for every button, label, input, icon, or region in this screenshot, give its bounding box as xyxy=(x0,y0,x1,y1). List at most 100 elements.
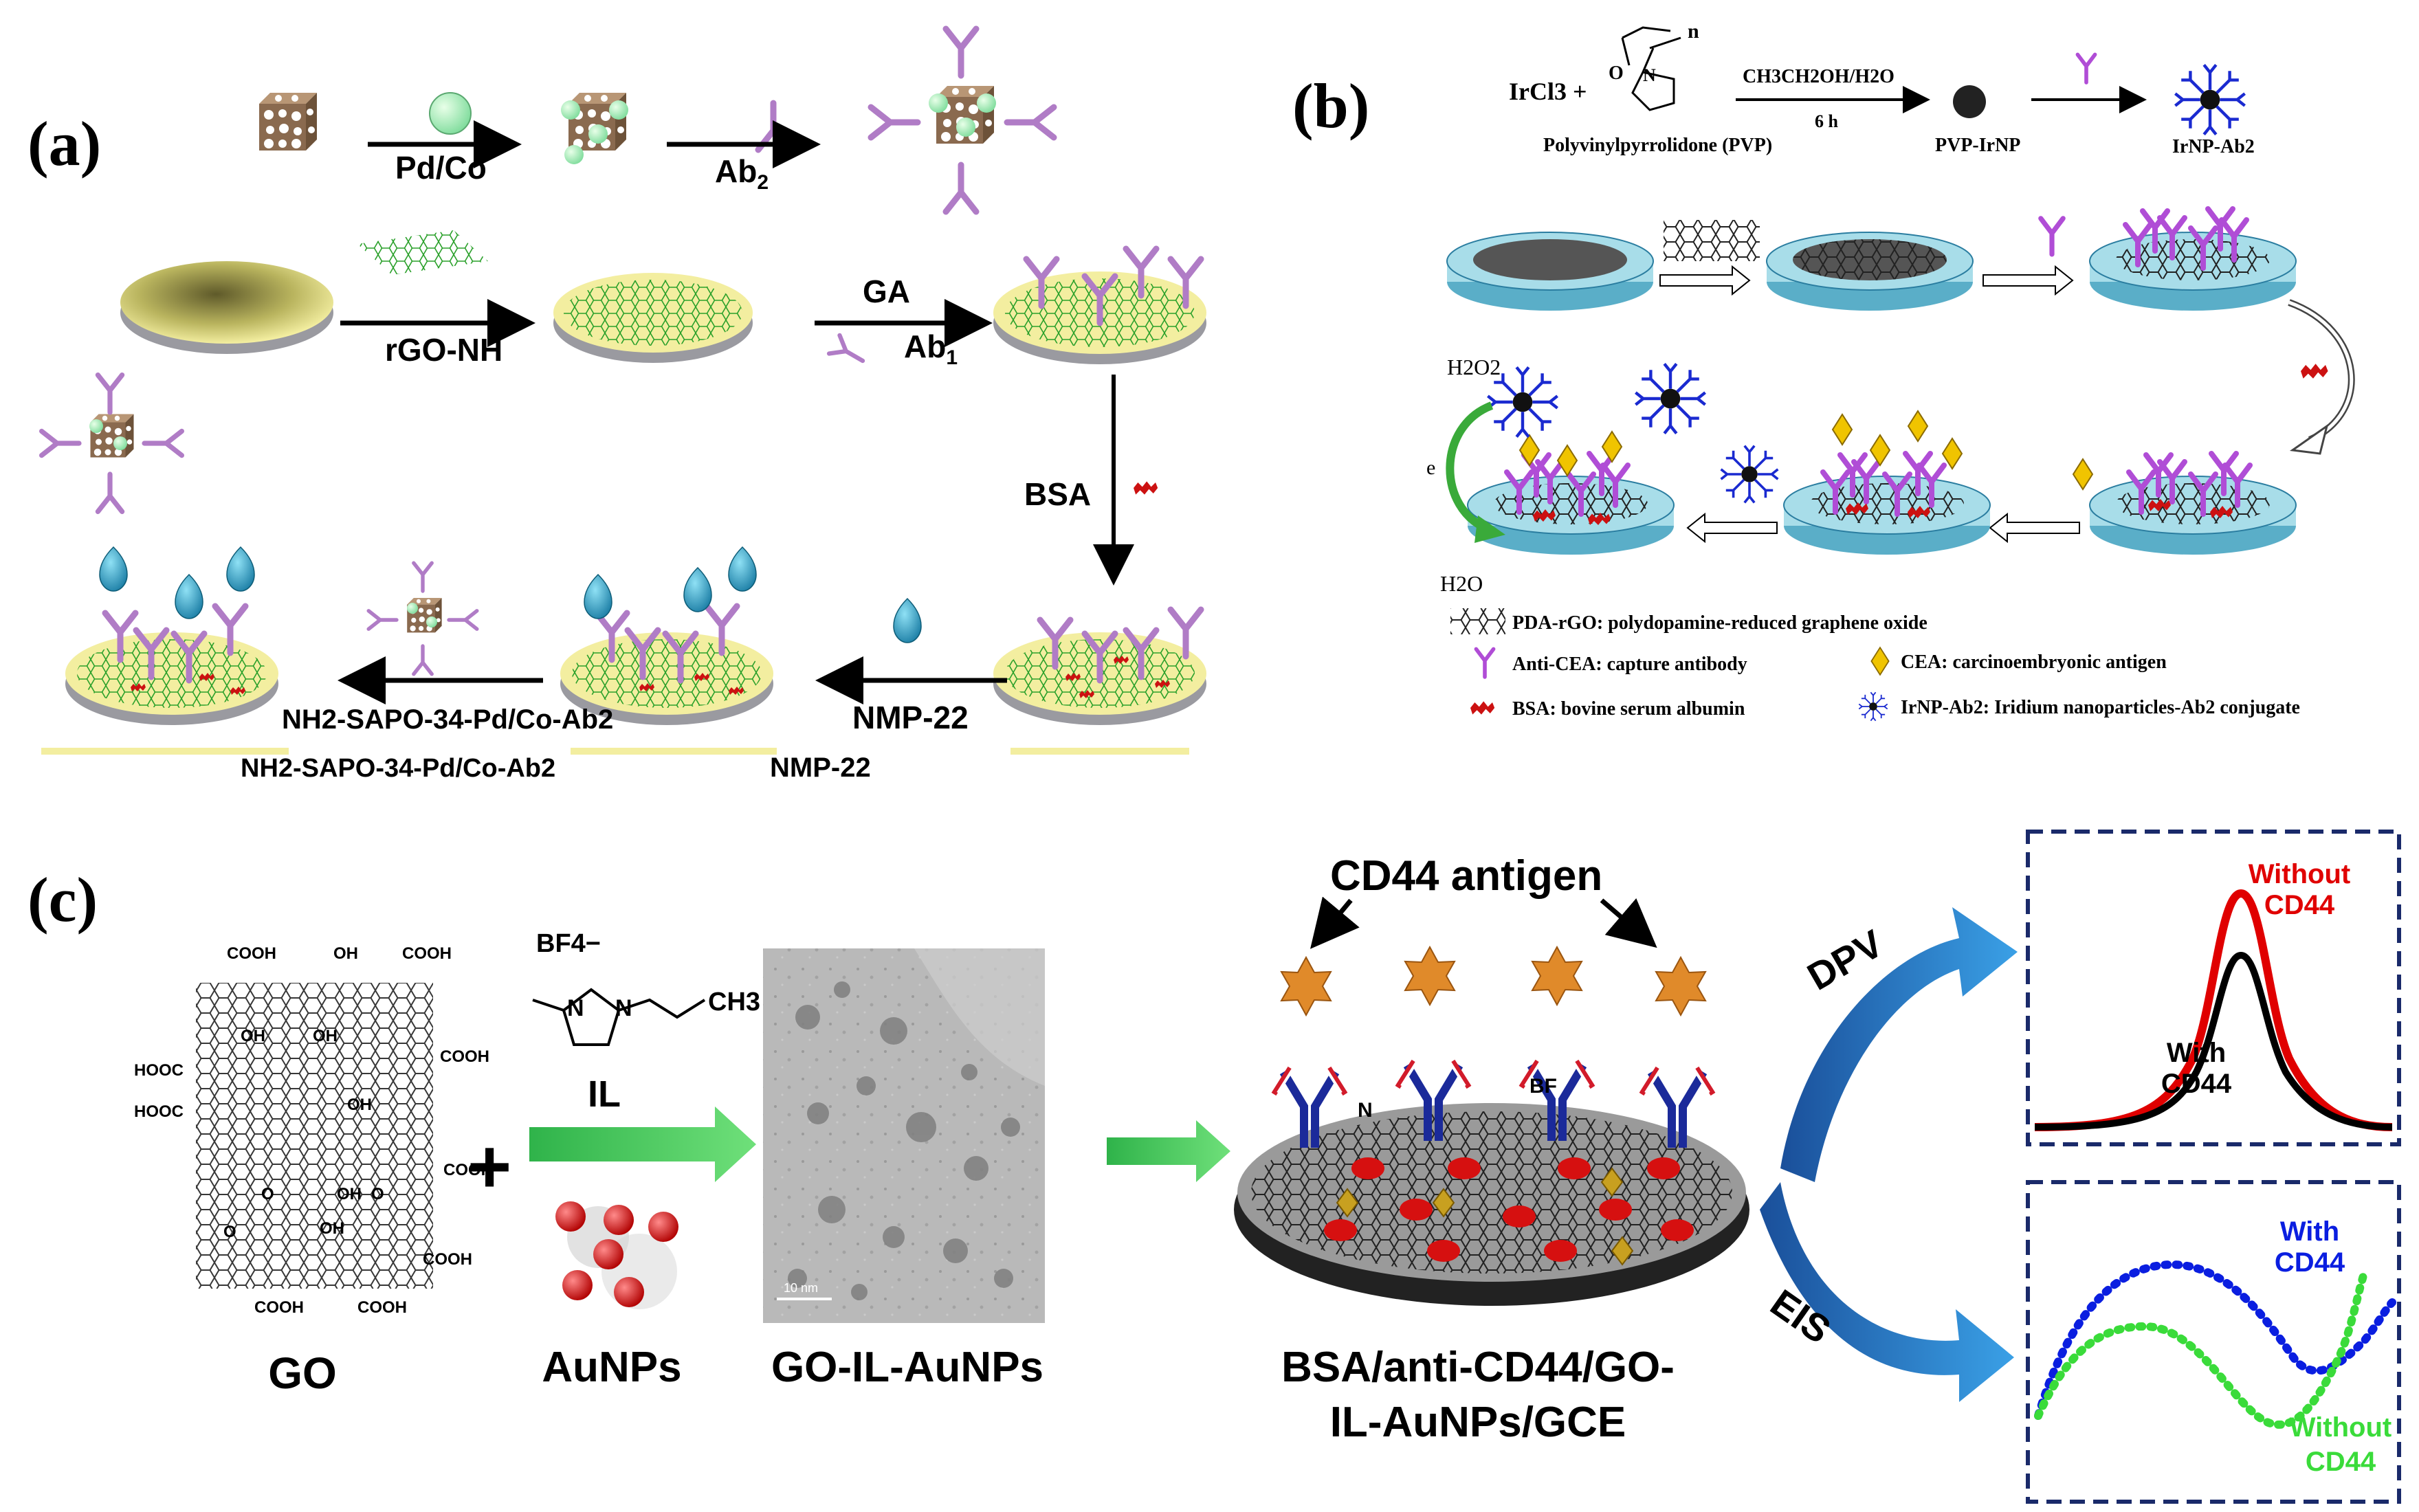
h2o-label: H2O xyxy=(1440,571,1483,596)
go-group-11: OH xyxy=(320,1219,344,1238)
ab1-antibody xyxy=(829,335,868,370)
ch3-group: CH3 xyxy=(708,988,760,1016)
dpv-plot: Without CD44 With CD44 xyxy=(2026,830,2401,1146)
tem-image: 10 nm xyxy=(763,948,1045,1323)
electrode-label-1: BSA/anti-CD44/GO- xyxy=(1281,1344,1675,1391)
legend-anti-cea: Anti-CEA: capture antibody xyxy=(1512,654,1747,675)
cube-pdco xyxy=(561,93,628,164)
sapo-cube xyxy=(259,93,317,151)
electrode-nmp xyxy=(560,546,773,725)
arrow-b-1 xyxy=(1659,265,1751,296)
dpv-without-label-2: CD44 xyxy=(2264,890,2335,920)
panel-b: (b) IrCl3 + n O N Polyvinylpyrrolidone (… xyxy=(1292,20,2355,722)
eis-series-without xyxy=(2034,1267,2369,1429)
gce-electrode-c xyxy=(1234,1103,1749,1306)
cube-conjugate-left xyxy=(42,375,182,512)
cea-antigen xyxy=(2073,458,2093,490)
gce-bsa xyxy=(2089,454,2297,555)
rgo-sheet xyxy=(357,230,488,275)
arrow-cd44-right xyxy=(1600,898,1657,948)
legend-cea: CEA: carcinoembryonic antigen xyxy=(1901,652,2167,673)
dpv-with-label-2: CD44 xyxy=(2161,1069,2232,1099)
step-nmp-duplicate: NMP-22 xyxy=(770,753,871,783)
legend-irnp-icon xyxy=(1858,691,1888,722)
gce-bare xyxy=(1446,232,1654,311)
legend-bsa-icon xyxy=(1470,701,1495,715)
irnp-ab2-label: IrNP-Ab2 xyxy=(2172,136,2255,157)
go-label: GO xyxy=(268,1348,337,1398)
reaction-time: 6 h xyxy=(1815,111,1839,131)
go-group-3: HOOC xyxy=(134,1061,184,1080)
tem-scale-bar: 10 nm xyxy=(784,1281,818,1295)
go-group-8: O xyxy=(261,1185,274,1203)
irnp-ab2-conjugate xyxy=(2175,65,2244,134)
panel-b-label: (b) xyxy=(1292,71,1369,141)
nmp22-antigen xyxy=(893,598,922,643)
electrode-label-2: IL-AuNPs/GCE xyxy=(1330,1399,1626,1446)
electrode-bf: BF xyxy=(1529,1075,1557,1098)
dpv-curve-with xyxy=(2034,951,2393,1131)
go-group-6: OH xyxy=(241,1027,265,1045)
electrode-rgo xyxy=(553,273,753,363)
pdco-particle xyxy=(429,92,472,135)
n1-atom: N xyxy=(567,995,584,1021)
go-group-0: COOH xyxy=(227,944,276,963)
go-group-2: COOH xyxy=(402,944,452,963)
go-group-14: COOH xyxy=(254,1298,304,1317)
panel-a: (a) Pd/Co Ab2 rGO-NH xyxy=(27,29,1206,783)
dpv-arrow xyxy=(1780,907,2018,1182)
green-arrow-1 xyxy=(529,1107,756,1182)
cd44-antigen-label: CD44 antigen xyxy=(1330,852,1602,900)
step-sapo-duplicate: NH2-SAPO-34-Pd/Co-Ab2 xyxy=(241,754,555,783)
panel-c-label: (c) xyxy=(27,865,98,935)
gce-rgo xyxy=(1766,232,1974,311)
aunps-label: AuNPs xyxy=(542,1344,681,1391)
gce-anti-cea xyxy=(2089,209,2297,311)
legend-b: PDA-rGO: polydopamine-reduced graphene o… xyxy=(1450,608,2300,722)
go-group-13: COOH xyxy=(423,1250,472,1269)
electrode-bare xyxy=(120,261,333,354)
cd44-antigens xyxy=(1281,946,1706,1016)
dpv-curve-without xyxy=(2034,889,2393,1131)
legend-cea-icon xyxy=(1870,647,1890,676)
pvp-nitrogen: N xyxy=(1643,65,1656,85)
ab2-small xyxy=(2077,54,2095,82)
go-il-aunps-label: GO-IL-AuNPs xyxy=(771,1344,1043,1391)
step-bsa: BSA xyxy=(1024,476,1091,512)
pvp-n-subscript: n xyxy=(1688,20,1699,43)
eis-without-label-2: CD44 xyxy=(2306,1447,2376,1477)
gce-sandwich xyxy=(1467,364,1705,555)
electrode-final xyxy=(65,546,278,725)
go-group-4: COOH xyxy=(440,1047,489,1066)
green-arrow-2 xyxy=(1107,1120,1230,1182)
reagent-ircl3: IrCl3 + xyxy=(1509,78,1587,105)
arrow-b-2 xyxy=(1982,265,2074,296)
eis-with-label-2: CD44 xyxy=(2275,1247,2345,1278)
arrow-b-4 xyxy=(1686,512,1778,544)
panel-c: (c) COOH OH COOH HOOC COOH HOOC OH OH O … xyxy=(27,830,2401,1504)
anti-cea-single xyxy=(2041,219,2063,254)
step-ab1: Ab1 xyxy=(904,329,958,369)
electrode-n: N xyxy=(1358,1099,1373,1122)
bsa-b xyxy=(2301,364,2328,379)
go-group-16: COOH xyxy=(443,1161,493,1179)
step-sapo: NH2-SAPO-34-Pd/Co-Ab2 xyxy=(282,704,613,735)
go-group-10: O xyxy=(371,1185,384,1203)
plus-sign: + xyxy=(467,1124,511,1209)
go-group-5: HOOC xyxy=(134,1102,184,1121)
step-nmp: NMP-22 xyxy=(852,700,969,735)
go-group-12: OH xyxy=(347,1096,372,1114)
il-label: IL xyxy=(588,1074,621,1115)
step-ab2: Ab2 xyxy=(715,153,769,194)
panel-a-label: (a) xyxy=(27,109,101,179)
go-group-7: OH xyxy=(313,1027,338,1045)
cube-conjugate-mid xyxy=(368,563,477,674)
eis-series-with xyxy=(2034,1260,2396,1420)
n2-atom: N xyxy=(615,995,632,1021)
go-group-1: OH xyxy=(333,944,358,963)
bsa-molecule xyxy=(1134,481,1158,495)
legend-bsa: BSA: bovine serum albumin xyxy=(1512,698,1745,720)
go-group-15: COOH xyxy=(357,1298,407,1317)
legend-rgo-icon xyxy=(1450,608,1505,634)
irnp-free xyxy=(1719,444,1780,504)
